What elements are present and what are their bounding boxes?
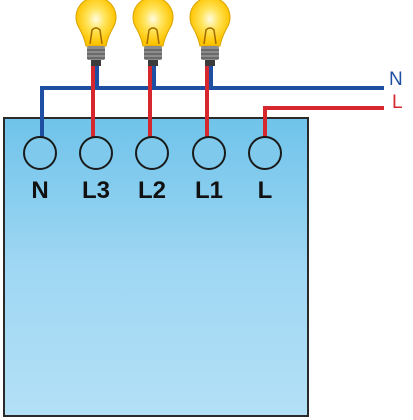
terminal-label-l1: L1 (195, 177, 223, 204)
terminal-l2 (135, 136, 169, 170)
terminal-label-l2: L2 (138, 177, 166, 204)
bulb-wiring (91, 66, 213, 138)
light-bulb-icon (75, 0, 117, 66)
terminal-l3 (79, 136, 113, 170)
neutral-supply-wire (40, 86, 384, 138)
terminal-l1 (192, 136, 226, 170)
light-bulb-icon (189, 0, 231, 66)
terminal-label-n: N (31, 177, 48, 204)
supply-label-neutral: N (389, 69, 403, 90)
light-bulb-icon (132, 0, 174, 66)
terminal-n (23, 136, 57, 170)
live-supply-wire (263, 106, 384, 140)
terminal-label-l: L (258, 177, 273, 204)
terminal-label-l3: L3 (82, 177, 110, 204)
supply-label-live: L (392, 92, 403, 113)
terminal-l (248, 136, 282, 170)
